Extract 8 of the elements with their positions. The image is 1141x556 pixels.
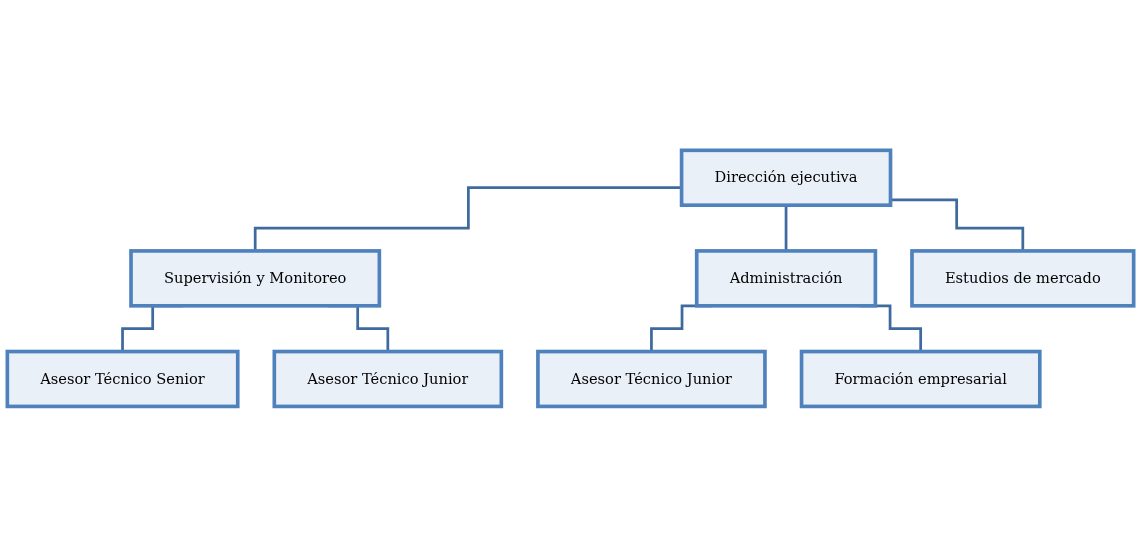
node-box: Supervisión y Monitoreo — [129, 248, 382, 308]
node-box: Estudios de mercado — [910, 248, 1136, 308]
node-box: Dirección ejecutiva — [679, 148, 893, 207]
node-box: Formación empresarial — [799, 349, 1042, 408]
node-box: Asesor Técnico Junior — [536, 349, 767, 408]
node-box: Asesor Técnico Junior — [272, 349, 504, 408]
node-box: Administración — [694, 248, 878, 308]
node-box: Asesor Técnico Senior — [5, 349, 240, 408]
